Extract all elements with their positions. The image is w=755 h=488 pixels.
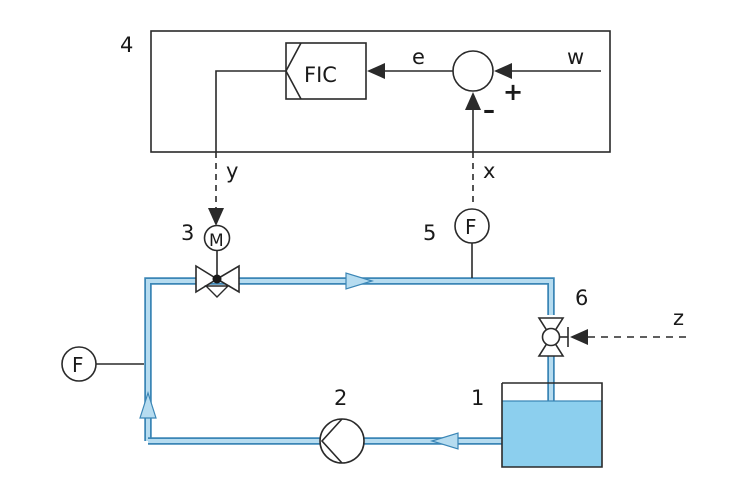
label-cabinet-4: 4	[120, 33, 133, 57]
label-tank-1: 1	[471, 386, 484, 410]
feedback-arrowhead	[465, 92, 481, 110]
fic-controller-label: FIC	[304, 63, 337, 87]
flow-transmitter-top-label: F	[465, 215, 477, 239]
valve-motor-circle	[203, 224, 231, 252]
flow-arrow-top	[345, 272, 375, 290]
signal-label-e: e	[412, 45, 425, 69]
signal-label-z: z	[673, 306, 684, 330]
tank-outline	[501, 382, 603, 468]
label-valve-6: 6	[575, 286, 588, 310]
pump-circle	[319, 418, 365, 464]
pipe-loop	[144, 277, 555, 445]
label-pump-2: 2	[334, 386, 347, 410]
disturbance-valve	[537, 317, 569, 357]
control-valve	[195, 250, 240, 298]
pump-symbol	[320, 418, 343, 464]
summing-junction	[452, 50, 494, 92]
valve-motor-label: M	[209, 231, 224, 251]
setpoint-arrowhead	[494, 63, 512, 79]
control-cabinet	[150, 30, 611, 153]
flow-arrow-left	[139, 391, 157, 419]
error-signal-arrowhead	[367, 63, 385, 79]
tank-liquid	[502, 401, 602, 467]
controller-output-arrowhead	[208, 208, 224, 226]
flow-arrow-bottom	[429, 432, 459, 450]
label-valve-3: 3	[181, 221, 194, 245]
controller-output-line	[215, 70, 286, 152]
fic-controller-notch	[285, 42, 302, 100]
summing-minus-sign: –	[483, 96, 495, 124]
disturbance-arrowhead	[570, 329, 588, 345]
signal-label-w: w	[567, 45, 584, 69]
signal-label-x: x	[483, 159, 495, 183]
summing-plus-sign: +	[503, 78, 523, 106]
flow-indicator-left-label: F	[72, 353, 84, 377]
signal-label-y: y	[226, 159, 238, 183]
label-transmitter-5: 5	[423, 221, 436, 245]
